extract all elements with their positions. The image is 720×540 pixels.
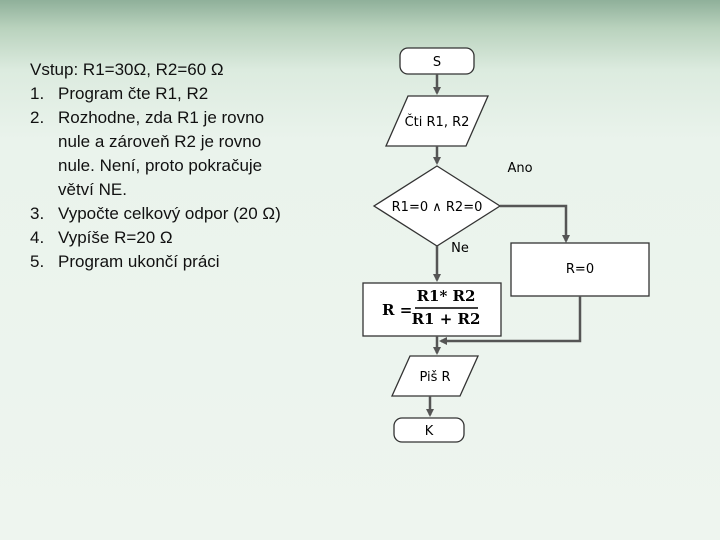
no-label: Ne bbox=[451, 241, 469, 256]
end-label: K bbox=[425, 424, 434, 439]
decision-label: R1=0 ∧ R2=0 bbox=[392, 200, 483, 215]
step-line: Vypíše R=20 Ω bbox=[58, 228, 173, 247]
step-number: 4. bbox=[30, 228, 45, 247]
yes-process-label: R=0 bbox=[566, 262, 594, 277]
step-line: Vypočte celkový odpor (20 Ω) bbox=[58, 204, 281, 223]
step-item-5: 5. Program ukončí práci bbox=[30, 250, 360, 274]
input-line: Vstup: R1=30Ω, R2=60 Ω bbox=[30, 60, 224, 79]
input-parallelogram bbox=[385, 95, 489, 147]
end-terminal bbox=[393, 417, 465, 443]
output-label: Piš R bbox=[419, 370, 450, 385]
step-line: nule. Není, proto pokračuje bbox=[58, 156, 263, 175]
step-line: Program ukončí práci bbox=[58, 252, 220, 271]
step-line: nule a zároveň R2 je rovno bbox=[58, 132, 262, 151]
step-item-2: 2. Rozhodne, zda R1 je rovno nule a záro… bbox=[30, 106, 360, 202]
step-number: 3. bbox=[30, 204, 45, 223]
start-label: S bbox=[433, 55, 441, 70]
step-item-4: 4. Vypíše R=20 Ω bbox=[30, 226, 360, 250]
step-line: Rozhodne, zda R1 je rovno bbox=[58, 108, 265, 127]
formula-lhs: R = bbox=[382, 301, 412, 319]
step-item-3: 3. Vypočte celkový odpor (20 Ω) bbox=[30, 202, 360, 226]
steps-list: 1. Program čte R1, R2 2. Rozhodne, zda R… bbox=[30, 82, 360, 274]
input-label: Čti R1, R2 bbox=[405, 114, 470, 130]
step-line: Program čte R1, R2 bbox=[58, 84, 209, 103]
connector-yes-merge bbox=[439, 296, 582, 345]
connector-yes bbox=[500, 204, 570, 243]
step-number: 5. bbox=[30, 252, 45, 271]
output-parallelogram bbox=[390, 355, 480, 397]
algorithm-steps-panel: Vstup: R1=30Ω, R2=60 Ω 1. Program čte R1… bbox=[30, 58, 360, 274]
step-line: větví NE. bbox=[58, 180, 127, 199]
formula-numerator: R1* R2 bbox=[417, 287, 476, 305]
step-item-1: 1. Program čte R1, R2 bbox=[30, 82, 360, 106]
formula-denominator: R1 + R2 bbox=[412, 310, 481, 328]
formula-box bbox=[362, 282, 502, 337]
step-number: 1. bbox=[30, 84, 45, 103]
yes-label: Ano bbox=[507, 161, 532, 176]
step-number: 2. bbox=[30, 108, 45, 127]
